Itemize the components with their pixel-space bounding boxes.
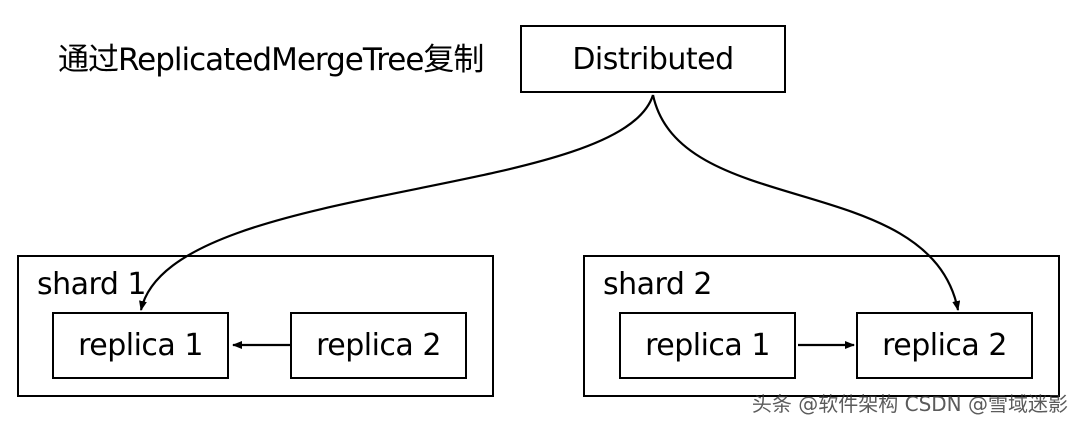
- shard-2-replica-2: replica 2: [856, 312, 1033, 379]
- distributed-node: Distributed: [520, 25, 786, 93]
- shard-2-label: shard 2: [603, 267, 713, 302]
- shard-1-replica-2: replica 2: [290, 312, 467, 379]
- shard-2-replica-1-label: replica 1: [645, 328, 770, 363]
- shard-2-group: shard 2: [583, 255, 1060, 397]
- edge-distributed-to-shard1-replica1: [139, 94, 655, 311]
- shard-1-replica-1: replica 1: [52, 312, 229, 379]
- shard-2-replica-1: replica 1: [619, 312, 796, 379]
- shard-1-label: shard 1: [37, 267, 147, 302]
- watermark-text: 头条 @软件架构 CSDN @雪域迷影: [751, 392, 1068, 416]
- distributed-label: Distributed: [572, 41, 734, 77]
- edge-distributed-to-shard2-replica2: [651, 94, 961, 311]
- shard-1-replica-1-label: replica 1: [78, 328, 203, 363]
- shard-1-group: shard 1: [17, 255, 494, 397]
- shard-2-replica-2-label: replica 2: [882, 328, 1007, 363]
- shard-1-replica-2-label: replica 2: [316, 328, 441, 363]
- diagram-title: 通过ReplicatedMergeTree复制: [58, 42, 484, 78]
